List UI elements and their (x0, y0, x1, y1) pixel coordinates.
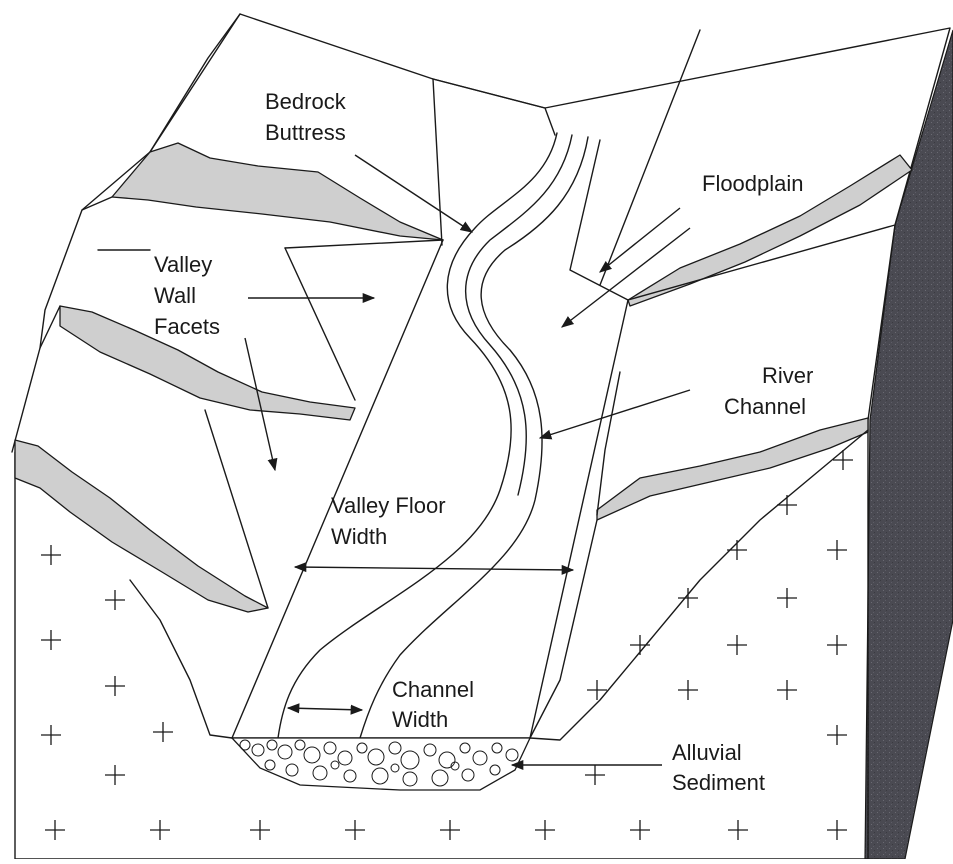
floodplain-arrow-upper (600, 208, 680, 272)
right-facet-line-5 (530, 520, 597, 738)
label-bedrock-buttress-line2: Buttress (265, 120, 346, 145)
upper-block-line-4 (82, 197, 112, 210)
rock-band-lower-left (15, 440, 268, 612)
label-valley-floor-width-line1: Valley Floor (331, 493, 446, 518)
label-valley-wall-facets-line2: Wall (154, 283, 196, 308)
cliff-face (865, 30, 953, 859)
label-channel-width-line2: Width (392, 707, 448, 732)
upper-block-line-3 (433, 79, 555, 135)
label-floodplain-line1: Floodplain (702, 171, 804, 196)
label-alluvial-sediment-line2: Sediment (672, 770, 765, 795)
label-valley-wall-facets: Valley Wall Facets (154, 252, 220, 339)
label-alluvial-sediment: Alluvial Sediment (672, 740, 765, 795)
alluvial-sediment-deposit (232, 738, 530, 790)
label-valley-wall-facets-line3: Facets (154, 314, 220, 339)
right-facet-line-4 (597, 372, 620, 515)
label-valley-floor-width-line2: Width (331, 524, 387, 549)
upper-block-line-6 (285, 248, 355, 400)
upper-block-line-2 (433, 79, 442, 245)
valley-floor-left-edge (232, 240, 443, 738)
label-river-channel: River Channel (724, 363, 819, 419)
upper-block-line-1 (150, 14, 240, 152)
label-valley-floor-width: Valley Floor Width (331, 493, 452, 549)
label-channel-width-line1: Channel (392, 677, 474, 702)
rock-band-upper-left (112, 143, 443, 240)
river-channel-mid-line (466, 135, 572, 495)
label-river-channel-line2: Channel (724, 394, 806, 419)
valley-floor-right-edge (530, 300, 628, 738)
label-bedrock-buttress-line1: Bedrock (265, 89, 347, 114)
channel-width-arrow (288, 708, 362, 710)
right-facet-line-2 (600, 30, 700, 285)
label-floodplain: Floodplain (702, 171, 804, 196)
label-alluvial-sediment-line1: Alluvial (672, 740, 742, 765)
label-river-channel-line1: River (762, 363, 813, 388)
facet-line-3 (130, 580, 232, 738)
label-valley-wall-facets-line1: Valley (154, 252, 212, 277)
label-bedrock-buttress: Bedrock Buttress (265, 89, 352, 145)
rock-band-lower-right (597, 418, 868, 520)
river-channel-left-bank (278, 133, 557, 738)
right-facet-line-1 (570, 140, 628, 300)
upper-block-line-5 (285, 240, 443, 248)
label-channel-width: Channel Width (392, 677, 480, 732)
